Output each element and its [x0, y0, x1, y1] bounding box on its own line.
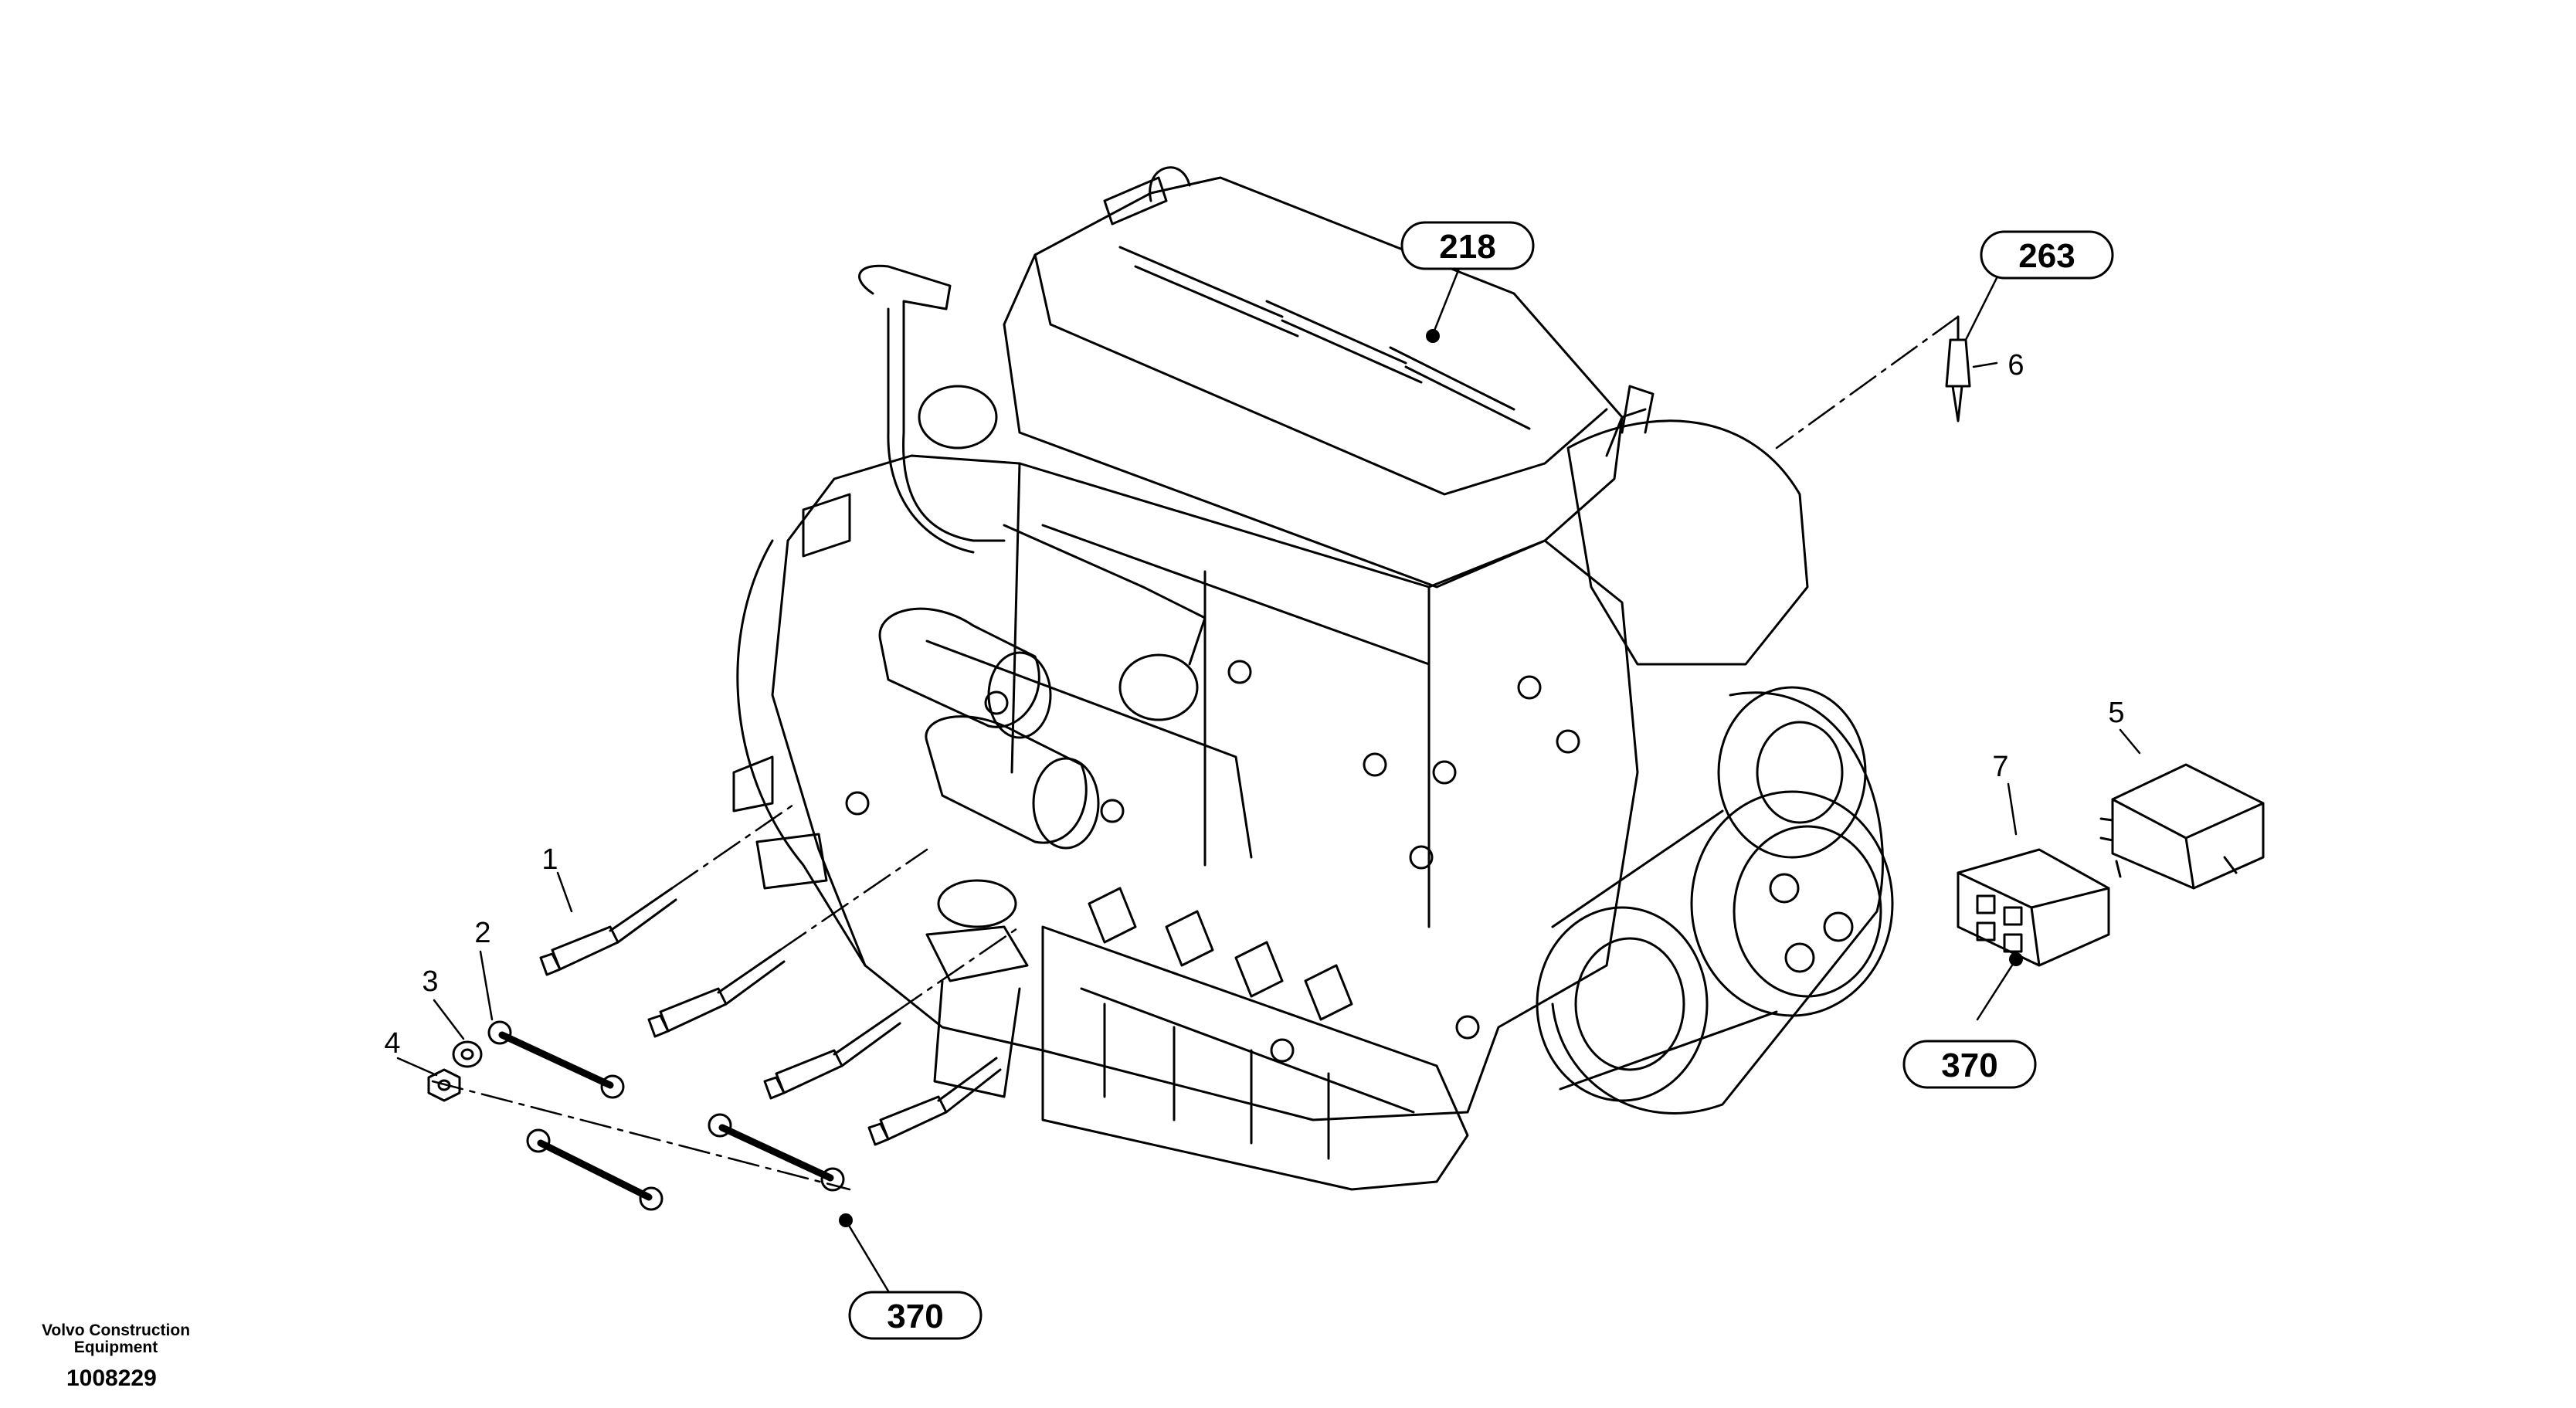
item-number-1: 1 [541, 843, 558, 876]
leader-dots [839, 329, 2023, 1227]
item-number-4: 4 [384, 1027, 400, 1060]
callout-218[interactable]: 218 [1400, 221, 1535, 270]
brand-line-2: Equipment [73, 1338, 158, 1356]
brand-line-1: Volvo Construction [41, 1321, 191, 1339]
item-number-2: 2 [474, 917, 490, 949]
item-number-3: 3 [422, 965, 438, 998]
temperature-sender [1775, 315, 1971, 450]
item-number-6: 6 [2008, 349, 2024, 382]
callout-370-glow[interactable]: 370 [848, 1291, 983, 1340]
relay-socket [1957, 848, 2110, 967]
callout-218-label: 218 [1439, 228, 1495, 266]
glow-plugs [539, 802, 1021, 1146]
nut [427, 1068, 461, 1102]
glow-plug [539, 887, 677, 976]
connection-links [431, 1020, 851, 1211]
item-numbers: 1 2 3 4 5 6 7 [384, 349, 2124, 1060]
callout-263-label: 263 [2018, 237, 2075, 275]
callout-263[interactable]: 263 [1980, 230, 2114, 280]
washer [452, 1040, 483, 1068]
brand-label: Volvo Construction Equipment [23, 1322, 209, 1356]
relay [2099, 763, 2265, 890]
item-number-7: 7 [1992, 751, 2008, 783]
glow-plug [763, 1010, 901, 1100]
callout-370-relay[interactable]: 370 [1902, 1040, 2037, 1089]
callout-370-relay-label: 370 [1941, 1047, 1997, 1084]
engine-assembly [732, 166, 1894, 1191]
item-number-5: 5 [2108, 697, 2124, 729]
glow-plug [867, 1057, 1002, 1146]
callout-370-glow-label: 370 [887, 1298, 943, 1335]
callout-leaders [396, 265, 2141, 1299]
glow-plug [647, 948, 786, 1038]
document-number: 1008229 [66, 1366, 157, 1391]
